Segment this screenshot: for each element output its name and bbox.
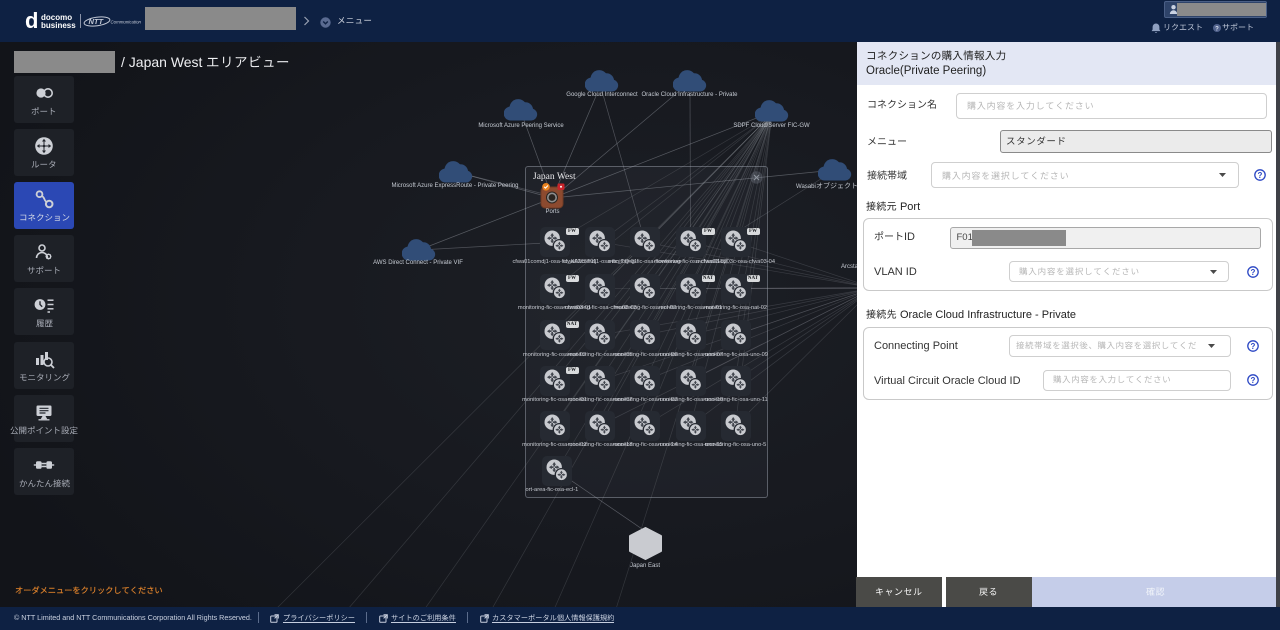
svg-text:?: ?: [1215, 26, 1219, 32]
svg-text:?: ?: [1251, 267, 1256, 276]
svg-text:?: ?: [1251, 341, 1256, 350]
svg-text:?: ?: [1258, 171, 1263, 180]
svg-text:Communications: Communications: [111, 20, 142, 25]
svg-text:NTT: NTT: [89, 17, 105, 26]
svg-text:?: ?: [1251, 376, 1256, 385]
